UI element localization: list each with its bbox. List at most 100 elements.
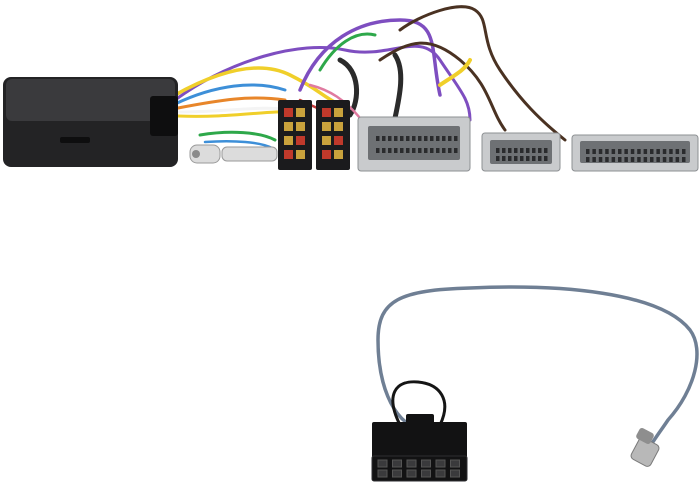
connector-pin <box>605 157 609 162</box>
connector-pin <box>662 149 667 154</box>
connector-pin <box>675 149 680 154</box>
connector-pin <box>598 157 603 162</box>
connector-pin <box>502 148 506 153</box>
connector-pin <box>682 157 686 162</box>
connector-pin <box>454 148 458 153</box>
module-label-slot <box>60 137 90 143</box>
iso-pin <box>284 108 293 117</box>
connector-pin <box>436 148 440 153</box>
jumper-cable-icon <box>376 285 699 457</box>
connector-pin <box>630 157 635 162</box>
connector-pin <box>382 148 386 153</box>
connector-pin <box>406 136 410 141</box>
antenna-adapter <box>189 144 278 164</box>
connector-pin <box>544 148 548 153</box>
plug-socket-hole <box>435 469 446 478</box>
connector-pin <box>424 148 428 153</box>
connector-pin <box>520 156 524 161</box>
coax-plug-tip <box>192 150 200 158</box>
vehicle-connector-secondary <box>481 132 561 172</box>
connector-pin <box>400 148 404 153</box>
connector-pin <box>624 157 628 162</box>
connector-pin <box>448 136 452 141</box>
connector-pin <box>382 136 386 141</box>
iso-pin <box>284 150 293 159</box>
vehicle-connector-long <box>571 134 699 172</box>
connector-pin <box>605 149 609 154</box>
iso-pin <box>334 136 343 145</box>
connector-pin <box>526 156 530 161</box>
connector-pin <box>496 156 500 161</box>
iso-plug-icon <box>316 100 350 170</box>
plug-socket-hole <box>421 459 431 468</box>
iso-pin <box>334 108 343 117</box>
connector-pin <box>418 136 422 141</box>
connector-pin <box>662 157 667 162</box>
connector-pin <box>682 149 686 154</box>
connector-pin <box>454 136 458 141</box>
connector-pin <box>669 157 673 162</box>
connector-pin <box>618 157 622 162</box>
iso-pin <box>284 122 293 131</box>
connector-pin <box>514 156 518 161</box>
coax-plug-icon <box>189 144 221 164</box>
connector-pin <box>394 148 398 153</box>
plug-socket-hole <box>406 459 417 468</box>
connector-pin <box>532 148 536 153</box>
connector-pin <box>643 149 648 154</box>
connector-pin <box>586 149 590 154</box>
connector-pin <box>630 149 635 154</box>
connector-latch <box>368 126 460 160</box>
connector-pin <box>418 148 422 153</box>
connector-pin <box>520 148 524 153</box>
connector-pin <box>656 149 660 154</box>
iso-pin <box>334 122 343 131</box>
connector-pin <box>538 156 542 161</box>
patch-lead <box>371 285 699 482</box>
plug-socket-hole <box>421 469 431 478</box>
connector-pin <box>424 136 428 141</box>
plug-socket-hole <box>435 459 446 468</box>
module-top-face <box>6 79 175 121</box>
connector-pin <box>611 149 616 154</box>
connector-pin <box>669 149 673 154</box>
connector-pin <box>514 148 518 153</box>
connector-pin <box>442 136 446 141</box>
connector-pin <box>430 148 434 153</box>
iso-pin <box>334 150 343 159</box>
connector-pin <box>508 156 512 161</box>
connector-pin <box>538 148 542 153</box>
plug-socket-hole <box>450 459 460 468</box>
iso-pin <box>322 108 331 117</box>
connector-pin <box>532 156 536 161</box>
connector-pin <box>526 148 530 153</box>
connector-pin <box>650 149 654 154</box>
iso-pin <box>296 150 305 159</box>
patch-plug-body <box>372 422 467 460</box>
interface-module <box>3 77 178 167</box>
connector-pin <box>675 157 680 162</box>
connector-pin <box>502 156 506 161</box>
connector-pin <box>394 136 398 141</box>
iso-pin <box>322 150 331 159</box>
connector-pin <box>508 148 512 153</box>
connector-pin <box>412 148 416 153</box>
connector-pin <box>650 157 654 162</box>
connector-pin <box>496 148 500 153</box>
iso-pin <box>322 136 331 145</box>
connector-pin <box>637 149 641 154</box>
connector-pin <box>643 157 648 162</box>
connector-pin <box>592 157 596 162</box>
connector-pin <box>592 149 596 154</box>
iso-connector-power <box>278 100 312 170</box>
connector-pin <box>618 149 622 154</box>
connector-pin <box>388 136 392 141</box>
connector-latch <box>580 141 690 163</box>
connector-pin <box>656 157 660 162</box>
plug-socket-hole <box>377 469 388 478</box>
connector-pin <box>598 149 603 154</box>
iso-pin <box>296 136 305 145</box>
plug-socket-hole <box>450 469 460 478</box>
connector-pin <box>376 148 380 153</box>
iso-pin <box>296 122 305 131</box>
